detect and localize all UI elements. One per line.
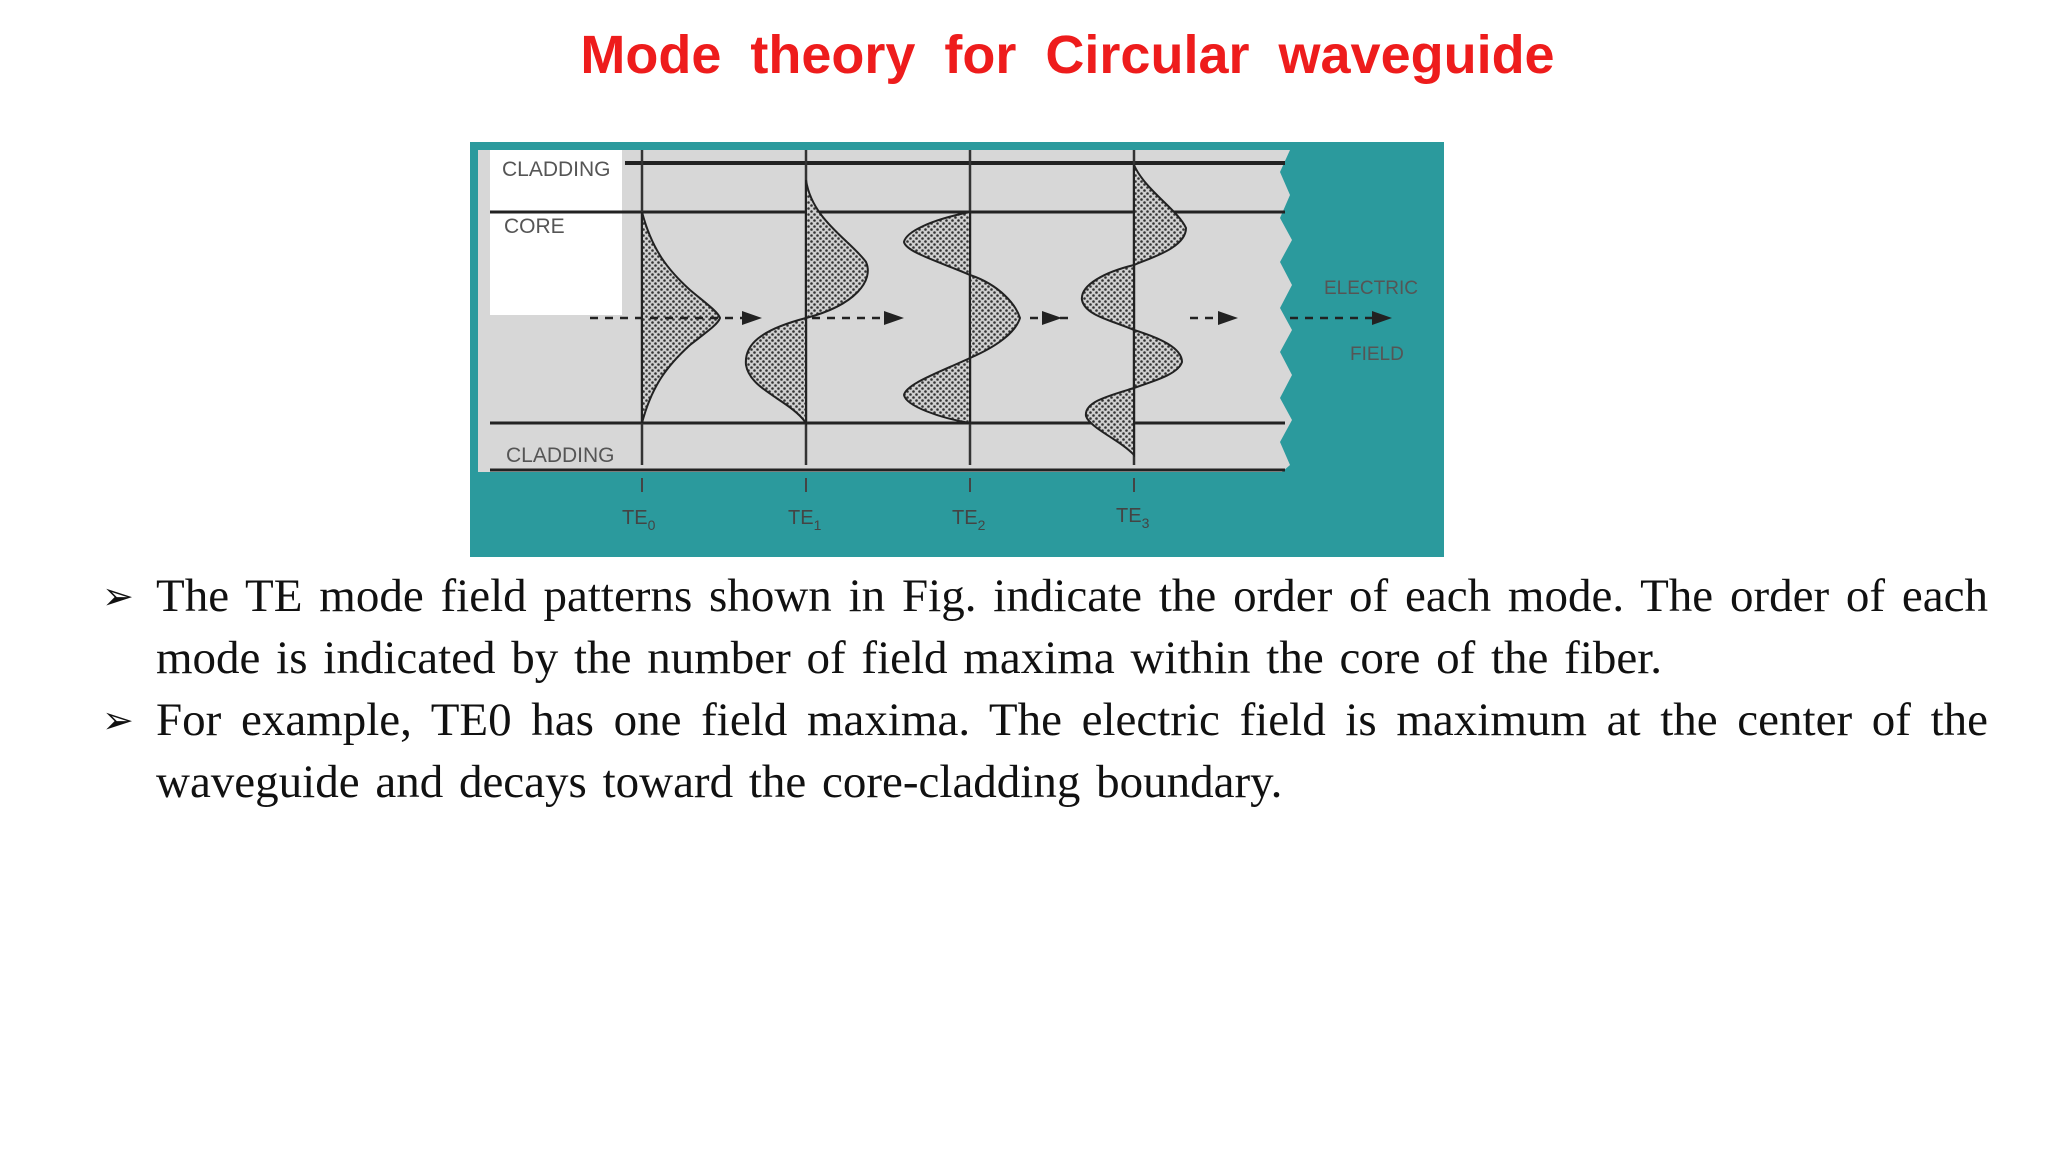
waveguide-panel — [478, 150, 1292, 472]
te0-field-pattern — [641, 211, 722, 424]
bullet-text: The TE mode field patterns shown in Fig.… — [156, 570, 1988, 684]
arrow-bullet-icon: ➢ — [102, 698, 134, 742]
slide-title: Mode theory for Circular waveguide — [580, 25, 1555, 85]
bullet-text: For example, TE0 has one field maxima. T… — [156, 694, 1988, 808]
mode-label-te0: TE0 — [622, 507, 656, 533]
mode-label-te3: TE3 — [1116, 505, 1150, 531]
core-label: CORE — [504, 215, 565, 238]
core-label-box — [490, 150, 622, 315]
te3-field-pattern — [1080, 164, 1188, 458]
arrow-heads — [742, 311, 1392, 325]
axis-ticks — [641, 478, 1135, 492]
bullet-list: ➢ The TE mode field patterns shown in Fi… — [98, 565, 1988, 813]
mode-label-te2: TE2 — [952, 507, 986, 533]
te1-field-pattern — [744, 179, 869, 427]
field-label: FIELD — [1350, 344, 1404, 365]
bullet-item: ➢ For example, TE0 has one field maxima.… — [98, 689, 1988, 813]
te2-field-pattern — [902, 210, 1022, 425]
electric-label: ELECTRIC — [1324, 278, 1418, 299]
arrow-bullet-icon: ➢ — [102, 574, 134, 618]
mode-label-te1: TE1 — [788, 507, 822, 533]
cladding-top-label: CLADDING — [502, 158, 611, 181]
figure-frame — [470, 142, 1444, 557]
bullet-item: ➢ The TE mode field patterns shown in Fi… — [98, 565, 1988, 689]
cladding-bottom-label: CLADDING — [506, 444, 615, 467]
